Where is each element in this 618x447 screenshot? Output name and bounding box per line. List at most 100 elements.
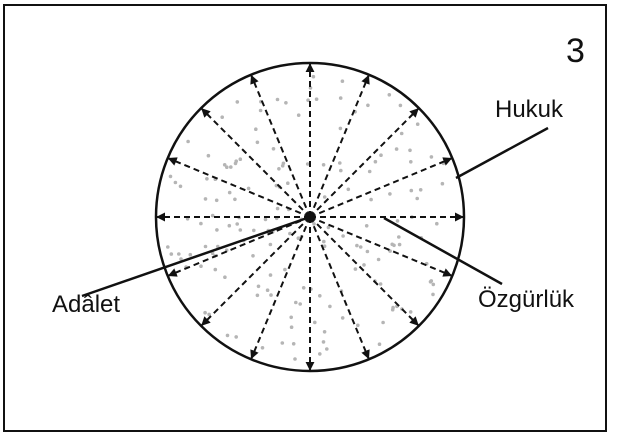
fill-dot: [251, 254, 255, 258]
fill-dot: [338, 161, 342, 165]
radial-arrow: [201, 108, 311, 218]
fill-dot: [376, 257, 381, 262]
fill-dot: [415, 196, 420, 201]
fill-dot: [338, 96, 343, 100]
fill-dot: [269, 293, 273, 297]
fill-dot: [178, 184, 183, 189]
ozgurluk-leader-line: [383, 216, 503, 286]
fill-dot: [418, 188, 423, 192]
fill-dot: [314, 97, 319, 101]
fill-dot: [207, 312, 211, 317]
fill-dot: [166, 245, 170, 249]
fill-dot: [440, 181, 445, 186]
fill-dot: [398, 103, 403, 108]
fill-dot: [268, 242, 273, 247]
fill-dot: [338, 126, 343, 131]
fill-dot: [387, 93, 392, 97]
panel-frame: [3, 4, 607, 432]
fill-dot: [223, 275, 227, 280]
fill-dot: [255, 140, 260, 145]
fill-dot: [435, 221, 439, 226]
radial-arrow: [309, 216, 453, 277]
fill-dot: [326, 225, 331, 230]
fill-dot: [340, 316, 345, 320]
fill-dot: [325, 347, 329, 351]
fill-dot: [225, 333, 230, 338]
fill-dot: [390, 242, 395, 247]
fill-dot: [275, 206, 280, 211]
fill-dot: [365, 249, 370, 254]
label-ozgurluk: Özgürlük: [478, 286, 575, 313]
label-hukuk: Hukuk: [495, 96, 564, 123]
fill-dot: [340, 79, 345, 83]
fill-dot: [313, 320, 317, 325]
fill-dot: [381, 320, 385, 325]
fill-dot: [252, 228, 256, 233]
fill-dot: [321, 163, 326, 167]
fill-dot: [169, 252, 174, 256]
adalet-leader-line: [81, 215, 311, 298]
fill-dot: [238, 157, 243, 161]
fill-dot: [355, 243, 359, 248]
fill-dot: [177, 252, 181, 256]
fill-dot: [168, 174, 173, 179]
fill-dot: [173, 180, 178, 185]
fill-dot: [312, 222, 316, 226]
radial-arrow: [250, 74, 311, 218]
fill-dot: [229, 165, 233, 169]
fill-dot: [366, 103, 370, 108]
panel-number: 3: [566, 32, 585, 70]
fill-dot: [408, 148, 412, 153]
fill-dot: [296, 113, 301, 117]
fill-dot: [429, 155, 434, 159]
fill-dot: [397, 235, 401, 239]
fill-dot: [265, 288, 270, 293]
fill-dot: [203, 310, 207, 315]
fill-dot: [260, 346, 265, 350]
fill-dot: [395, 219, 400, 223]
fill-dot: [321, 340, 326, 344]
fill-dot: [210, 213, 215, 218]
fill-dot: [233, 197, 237, 202]
fill-dot: [318, 294, 322, 298]
fill-dot: [215, 228, 219, 232]
fill-dot: [346, 187, 351, 192]
fill-dot: [227, 223, 232, 228]
fill-dot: [284, 101, 288, 105]
fill-dot: [268, 273, 273, 277]
radial-arrow: [309, 216, 370, 360]
fill-dot: [415, 122, 420, 126]
radial-arrow: [309, 108, 419, 218]
fill-dot: [246, 186, 251, 191]
fill-dot: [391, 305, 395, 310]
fill-dot: [256, 284, 261, 289]
fill-dot: [367, 169, 372, 174]
fill-dot: [339, 168, 343, 173]
fill-dot: [394, 147, 399, 151]
fill-dot: [199, 221, 203, 226]
fill-dot: [234, 335, 238, 339]
fill-dot: [341, 234, 345, 238]
radial-arrow: [201, 216, 311, 326]
fill-dot: [291, 342, 296, 346]
fill-dot: [205, 177, 209, 181]
fill-dot: [203, 197, 208, 201]
radial-arrow: [167, 157, 311, 218]
fill-dot: [188, 252, 193, 257]
fill-dot: [281, 161, 286, 166]
fill-dot: [305, 162, 310, 166]
fill-dot: [431, 282, 436, 287]
fill-dot: [322, 330, 327, 334]
fill-dot: [233, 161, 238, 166]
fill-dot: [364, 224, 369, 228]
fill-dot: [214, 198, 219, 203]
fill-dot: [283, 267, 287, 272]
fill-dot: [235, 222, 239, 226]
fill-dot: [377, 342, 382, 347]
fill-dot: [289, 315, 294, 320]
fill-dot: [254, 127, 258, 131]
radial-arrow: [167, 216, 311, 277]
fill-dot: [409, 160, 413, 164]
fill-dot: [373, 159, 378, 164]
fill-dot: [271, 147, 276, 151]
